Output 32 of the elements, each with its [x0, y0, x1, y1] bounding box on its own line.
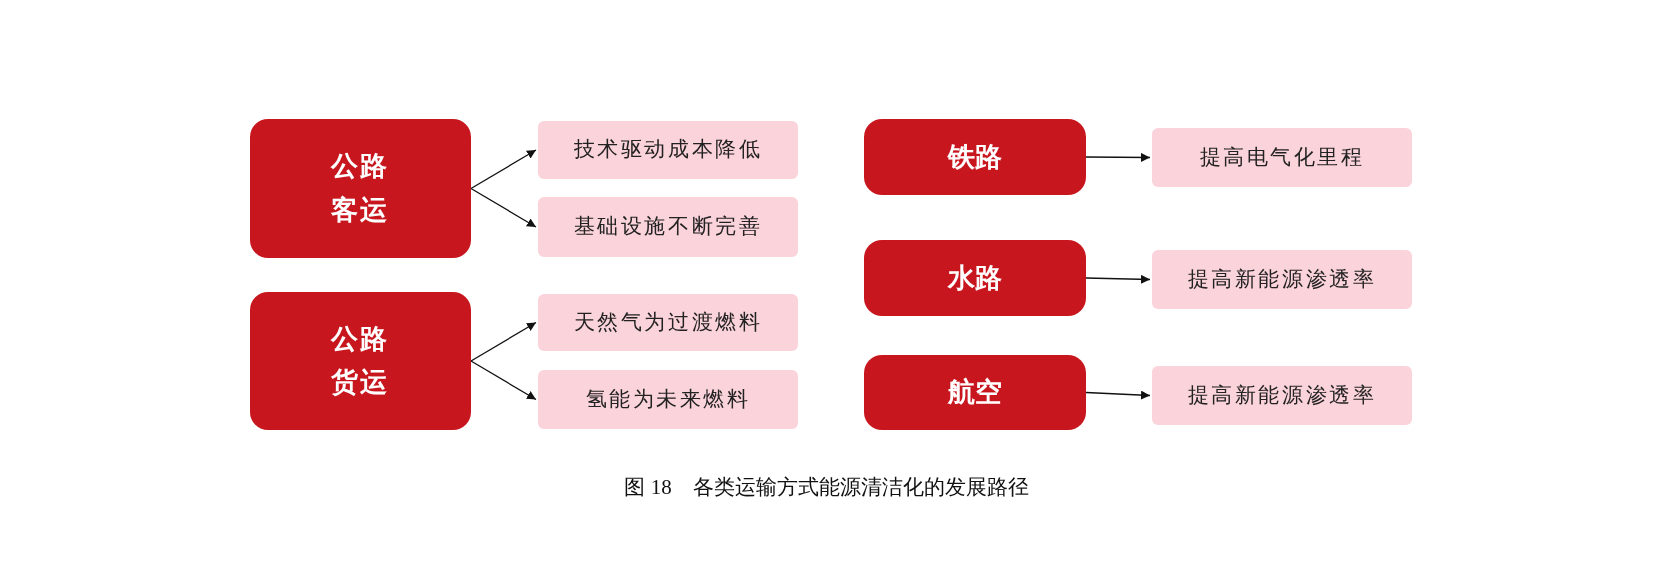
- path-label: 氢能为未来燃料: [585, 385, 751, 413]
- category-box: [864, 240, 1086, 316]
- path-box: [1152, 250, 1412, 309]
- path-label: 基础设施不断完善: [573, 213, 763, 241]
- category-label: 公路货运: [329, 322, 392, 399]
- category-label: 公路客运: [329, 150, 392, 227]
- arrow: [470, 360, 537, 401]
- path-label: 提高电气化里程: [1199, 143, 1365, 171]
- category-box: [250, 119, 471, 258]
- path-label: 提高新能源渗透率: [1187, 265, 1377, 293]
- path-box: [538, 294, 798, 351]
- path-box: [1152, 366, 1412, 425]
- category-label: 水路: [948, 261, 1002, 295]
- arrow: [1085, 152, 1151, 162]
- arrow: [1085, 390, 1151, 400]
- category-box: [864, 119, 1086, 195]
- arrow: [1085, 274, 1151, 284]
- category-label: 航空: [948, 376, 1002, 410]
- path-box: [538, 370, 798, 429]
- path-box: [1152, 128, 1412, 187]
- caption: 图 18 各类运输方式能源清洁化的发展路径: [623, 474, 1030, 501]
- path-box: [538, 197, 798, 257]
- path-label: 技术驱动成本降低: [573, 136, 763, 164]
- arrow: [470, 321, 537, 362]
- path-label: 提高新能源渗透率: [1187, 381, 1377, 409]
- path-label: 天然气为过渡燃料: [573, 308, 763, 336]
- path-box: [538, 121, 798, 179]
- arrow: [470, 187, 537, 228]
- category-box: [864, 355, 1086, 430]
- category-label: 铁路: [948, 140, 1002, 174]
- category-box: [250, 292, 471, 430]
- arrow: [470, 149, 537, 190]
